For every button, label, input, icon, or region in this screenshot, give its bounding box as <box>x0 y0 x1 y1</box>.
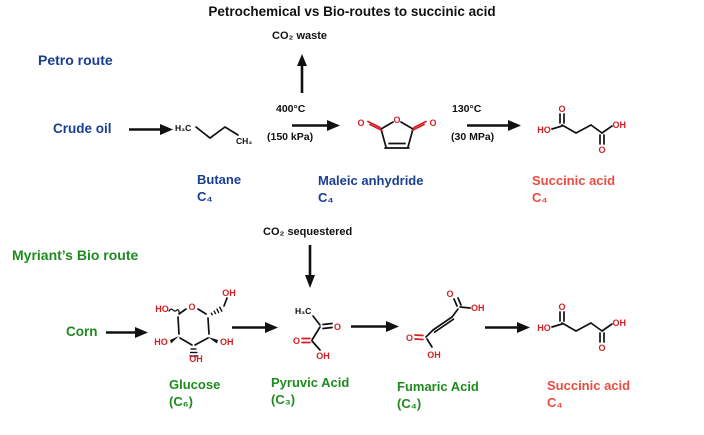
fumaric-acid-name: Fumaric Acid <box>397 379 479 394</box>
step1-pressure: (150 kPa) <box>267 131 314 143</box>
page-title: Petrochemical vs Bio-routes to succinic … <box>208 4 496 19</box>
atom-label-o-top: O <box>558 302 565 312</box>
bonds <box>301 315 333 351</box>
atom-label-ch3: CH₃ <box>236 136 252 146</box>
butane-name: Butane <box>197 172 242 187</box>
atom-label-oh-right: OH <box>220 337 234 347</box>
arrow-glucose-to-pyruvic-icon <box>232 322 278 333</box>
co2-sequestered-label: CO₂ sequestered <box>263 226 353 238</box>
bonds <box>414 297 471 348</box>
bio-route-label: Myriant’s Bio route <box>12 247 139 263</box>
arrow-fumaric-to-succinic-icon <box>485 322 530 333</box>
bonds <box>195 125 239 140</box>
atom-label-ho: HO <box>537 125 551 135</box>
atom-label-h3c: H₃C <box>295 306 311 316</box>
atom-label-o-right: O <box>334 322 341 332</box>
atom-label-oh: OH <box>613 318 627 328</box>
pyruvic-acid-structure: H₃C O O OH <box>293 306 341 361</box>
succinic-acid-structure-petro: HO O O OH <box>537 104 627 155</box>
bonds <box>367 120 427 149</box>
arrow-crude-oil-to-butane-icon <box>129 124 173 135</box>
atom-label-o-left: O <box>406 333 413 343</box>
atom-label-ring-o: O <box>393 115 400 125</box>
glucose-structure: O HO OH HO OH OH <box>154 288 236 364</box>
atom-label-oh-right: OH <box>471 303 485 313</box>
atom-label-ring-o: O <box>188 302 195 312</box>
step2-temperature: 130°C <box>452 103 482 115</box>
atom-label-oh: OH <box>316 351 330 361</box>
bonds <box>168 297 228 357</box>
arrow-pyruvic-to-fumaric-icon <box>351 321 399 332</box>
succinic-acid-bio-formula: C₄ <box>547 395 563 410</box>
co2-waste-label: CO₂ waste <box>272 30 328 42</box>
bonds <box>551 113 613 145</box>
atom-label-o-top: O <box>446 289 453 299</box>
petro-route-label: Petro route <box>38 52 113 68</box>
atom-label-ho-top: HO <box>155 304 169 314</box>
glucose-name: Glucose <box>169 377 221 392</box>
atom-label-o-left: O <box>357 118 364 128</box>
step2-pressure: (30 MPa) <box>451 131 495 143</box>
glucose-formula: (C₆) <box>169 394 193 409</box>
arrow-corn-to-glucose-icon <box>106 327 148 338</box>
arrow-maleic-to-succinic-icon <box>467 120 521 131</box>
arrow-down-co2-sequestered-icon <box>305 245 315 288</box>
crude-oil-label: Crude oil <box>53 121 112 136</box>
atom-label-oh-bottom: OH <box>189 354 203 364</box>
bonds <box>551 311 613 343</box>
atom-label-o-right: O <box>429 118 436 128</box>
pyruvic-acid-name: Pyruvic Acid <box>271 375 350 390</box>
butane-formula: C₄ <box>197 189 213 204</box>
succinic-acid-petro-name: Succinic acid <box>532 173 616 188</box>
succinic-acid-structure-bio: HO O O OH <box>537 302 627 353</box>
step1-temperature: 400°C <box>276 103 306 115</box>
atom-label-ho: HO <box>537 323 551 333</box>
atom-label-o-top: O <box>558 104 565 114</box>
atom-label-ho-left: HO <box>154 337 168 347</box>
succinic-acid-petro-formula: C₄ <box>532 190 548 205</box>
fumaric-acid-structure: O OH O OH <box>406 289 485 360</box>
pyruvic-acid-formula: (C₃) <box>271 392 296 407</box>
corn-label: Corn <box>66 324 98 339</box>
maleic-anhydride-structure: O O O <box>357 115 437 149</box>
atom-label-o-left: O <box>293 336 300 346</box>
maleic-anhydride-formula: C₄ <box>318 190 334 205</box>
atom-label-oh: OH <box>613 120 627 130</box>
fumaric-acid-formula: (C₄) <box>397 396 422 411</box>
atom-label-h3c: H₃C <box>175 123 191 133</box>
arrow-up-co2-waste-icon <box>297 54 307 93</box>
atom-label-oh-bottom: OH <box>427 350 441 360</box>
butane-structure: H₃C CH₃ <box>175 123 252 146</box>
atom-label-o-bottom: O <box>598 145 605 155</box>
atom-label-oh-top: OH <box>222 288 236 298</box>
succinic-acid-bio-name: Succinic acid <box>547 378 631 393</box>
atom-label-o-bottom: O <box>598 343 605 353</box>
arrow-butane-to-maleic-icon <box>292 120 340 131</box>
maleic-anhydride-name: Maleic anhydride <box>318 173 424 188</box>
